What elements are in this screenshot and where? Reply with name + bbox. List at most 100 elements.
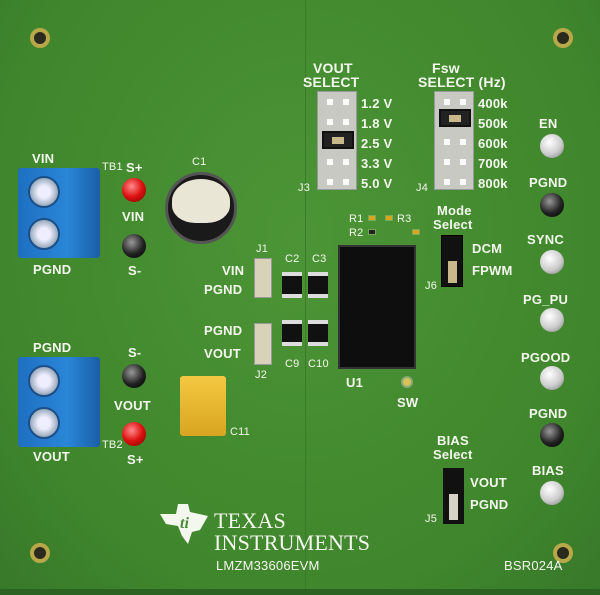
tb2-pgnd-label: PGND <box>33 340 72 355</box>
vout-option: 1.2 V <box>361 96 393 111</box>
r1-label: R1 <box>349 213 364 225</box>
capacitor-c2 <box>282 272 302 298</box>
j1-pin-label: VIN <box>222 263 245 278</box>
terminal-block-tb2[interactable] <box>18 357 100 447</box>
board-divider <box>305 0 306 589</box>
j2-pin-label: PGND <box>204 323 243 338</box>
mode-select-title: Mode <box>437 203 472 218</box>
screw-icon <box>28 218 60 250</box>
brand-instruments: INSTRUMENTS <box>214 530 371 555</box>
u1-label: U1 <box>346 375 364 390</box>
header-j1[interactable] <box>254 258 272 298</box>
test-point-pg-pu[interactable] <box>540 308 564 332</box>
c1-label: C1 <box>192 156 207 168</box>
capacitor-c1 <box>165 172 237 244</box>
test-point-sync[interactable] <box>540 250 564 274</box>
tp-label-pgood: PGOOD <box>521 350 571 365</box>
jumper-500k[interactable] <box>439 109 471 127</box>
j1-label: J1 <box>256 243 269 255</box>
mounting-hole <box>553 543 573 563</box>
r3-label: R3 <box>397 213 412 225</box>
bias-option: PGND <box>470 497 509 512</box>
screw-icon <box>28 365 60 397</box>
header-j6[interactable] <box>441 235 463 287</box>
resistor <box>385 215 393 221</box>
j1-pin-label: PGND <box>204 282 243 297</box>
fsw-option: 800k <box>478 176 508 191</box>
vout-option: 5.0 V <box>361 176 393 191</box>
sw-pad[interactable] <box>401 376 413 388</box>
tp-label-pgnd: PGND <box>529 406 568 421</box>
sense-label: S- <box>128 345 142 360</box>
header-j5[interactable] <box>443 468 464 524</box>
mode-option: FPWM <box>472 263 513 278</box>
j2-pin-label: VOUT <box>204 346 241 361</box>
tb2-vout-label: VOUT <box>33 449 70 464</box>
fsw-select-title: SELECT (Hz) <box>418 74 506 90</box>
jumper-2-5v[interactable] <box>322 131 354 149</box>
test-point-pgnd[interactable] <box>540 193 564 217</box>
test-point-pgnd[interactable] <box>540 423 564 447</box>
test-point-red[interactable] <box>122 178 146 202</box>
fsw-option: 400k <box>478 96 508 111</box>
sense-label: S- <box>128 263 142 278</box>
sense-label: VOUT <box>114 398 151 413</box>
j2-label: J2 <box>255 369 268 381</box>
board-name: LMZM33606EVM <box>216 558 320 573</box>
mode-option: DCM <box>472 241 503 256</box>
fsw-option: 500k <box>478 116 508 131</box>
vout-select-title: SELECT <box>303 74 360 90</box>
vout-select-title: VOUT <box>313 60 353 76</box>
mounting-hole <box>30 543 50 563</box>
test-point-en[interactable] <box>540 134 564 158</box>
brand-texas: TEXAS <box>214 508 286 533</box>
board-revision: BSR024A <box>504 558 563 573</box>
screw-icon <box>28 176 60 208</box>
vout-option: 2.5 V <box>361 136 393 151</box>
sense-label: VIN <box>122 209 145 224</box>
resistor <box>368 215 376 221</box>
mode-select-title: Select <box>433 217 473 232</box>
capacitor-c9 <box>282 320 302 346</box>
bias-option: VOUT <box>470 475 507 490</box>
vout-option: 3.3 V <box>361 156 393 171</box>
mounting-hole <box>30 28 50 48</box>
header-j3[interactable] <box>317 91 357 190</box>
capacitor-c3 <box>308 272 328 298</box>
tp-label-pg-pu: PG_PU <box>523 292 569 307</box>
test-point-red[interactable] <box>122 422 146 446</box>
tb1-vin-label: VIN <box>32 151 55 166</box>
c3-label: C3 <box>312 253 327 265</box>
test-point-pgood[interactable] <box>540 366 564 390</box>
svg-text:ti: ti <box>180 515 189 532</box>
tp-label-pgnd: PGND <box>529 175 568 190</box>
c2-label: C2 <box>285 253 300 265</box>
test-point-black[interactable] <box>122 364 146 388</box>
capacitor-c11 <box>180 376 226 436</box>
tp-label-sync: SYNC <box>527 232 564 247</box>
j3-label: J3 <box>298 182 311 194</box>
header-j4[interactable] <box>434 91 474 190</box>
test-point-bias[interactable] <box>540 481 564 505</box>
terminal-block-tb1[interactable] <box>18 168 100 258</box>
j4-label: J4 <box>416 182 429 194</box>
c10-label: C10 <box>308 358 329 370</box>
screw-icon <box>28 407 60 439</box>
fsw-select-title: Fsw <box>432 60 460 76</box>
capacitor-c10 <box>308 320 328 346</box>
resistor <box>368 229 376 235</box>
c11-label: C11 <box>230 426 250 438</box>
header-j2[interactable] <box>254 323 272 365</box>
sense-label: S+ <box>127 452 144 467</box>
tb1-pgnd-label: PGND <box>33 262 72 277</box>
tb1-label: TB1 <box>102 161 123 173</box>
sw-label: SW <box>397 395 419 410</box>
chip-u1 <box>338 245 416 369</box>
tp-label-bias: BIAS <box>532 463 564 478</box>
ti-logo-icon: ti <box>160 504 208 544</box>
j6-label: J6 <box>425 280 438 292</box>
c9-label: C9 <box>285 358 300 370</box>
test-point-black[interactable] <box>122 234 146 258</box>
mounting-hole <box>553 28 573 48</box>
